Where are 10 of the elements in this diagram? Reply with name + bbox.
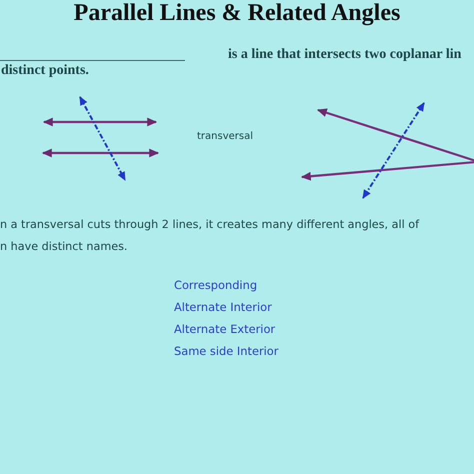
list-item: Alternate Exterior bbox=[174, 322, 276, 336]
title: Parallel Lines & Related Angles bbox=[72, 0, 402, 27]
list-item: Alternate Interior bbox=[174, 300, 272, 314]
list-item: Corresponding bbox=[174, 278, 258, 292]
transversal-label: transversal bbox=[197, 131, 254, 142]
list-item: Same side Interior bbox=[174, 344, 278, 358]
sentence-text: distinct points. bbox=[1, 63, 89, 79]
paragraph-text: n have distinct names. bbox=[0, 240, 128, 253]
sentence-text: is a line that intersects two coplanar lin bbox=[228, 47, 462, 63]
paragraph-text: n a transversal cuts through 2 lines, it creates many different angles, all of bbox=[0, 218, 420, 231]
